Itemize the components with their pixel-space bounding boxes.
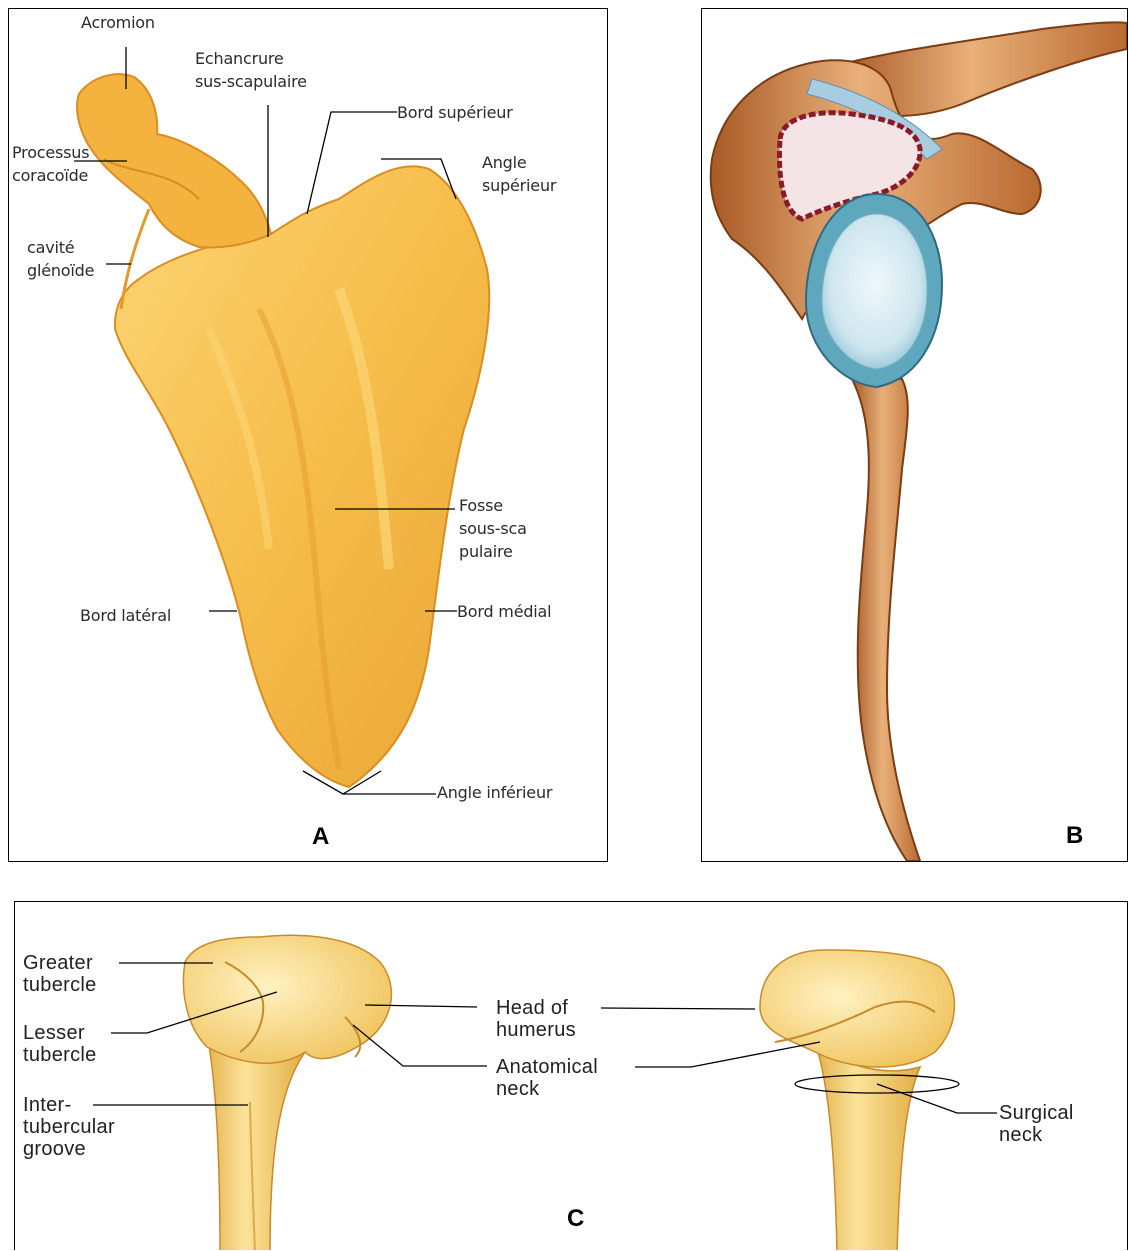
panel-letter-b: B [1066,822,1083,850]
label-angle-inferieur: Angle inférieur [437,781,552,804]
right-humerus-shaft [815,1042,920,1250]
panel-letter-a: A [312,823,329,851]
panel-b-scapula-lateral: B [701,8,1128,862]
lateral-border [852,379,920,861]
label-acromion: Acromion [81,11,155,34]
scapula-body [115,166,489,787]
label-bord-medial: Bord médial [457,600,551,623]
label-bord-superieur: Bord supérieur [397,101,513,124]
scapula-illustration [9,9,607,861]
scapula-lateral-illustration [702,9,1127,861]
right-humerus-head [760,950,954,1067]
panel-letter-c: C [567,1205,584,1233]
label-bord-lateral: Bord latéral [80,604,171,627]
